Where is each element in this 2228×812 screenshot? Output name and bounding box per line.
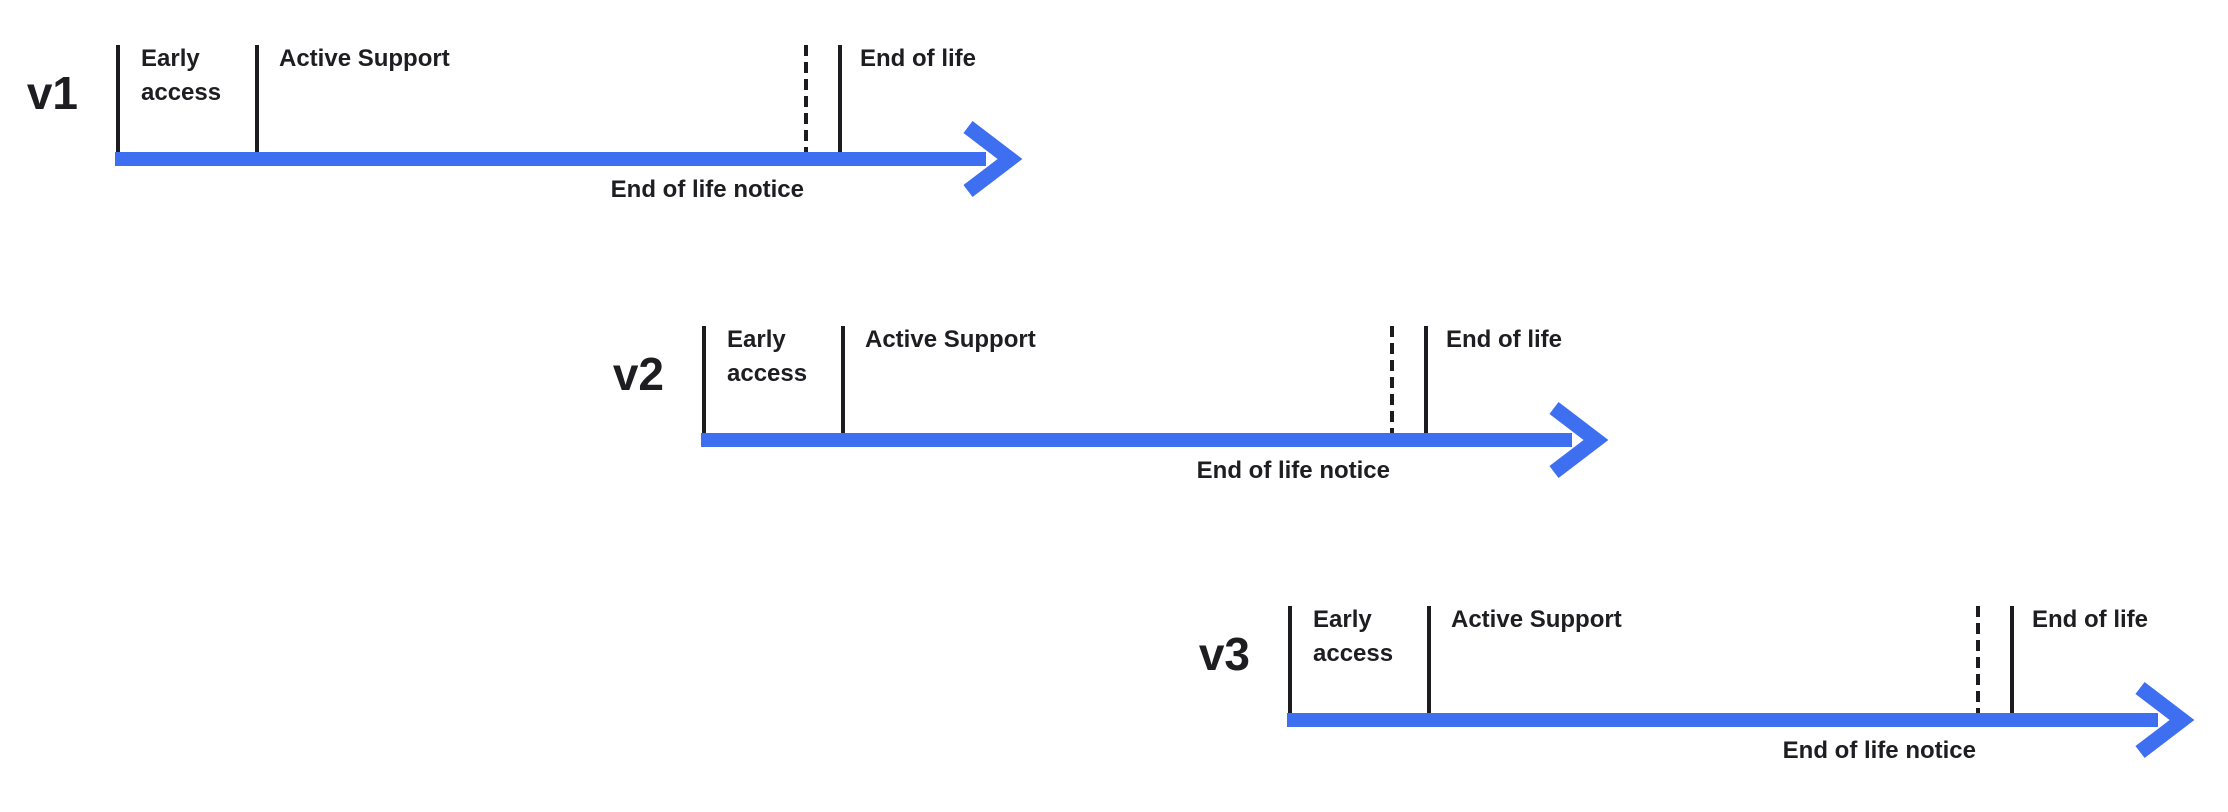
end-of-life-label: End of life bbox=[860, 45, 976, 72]
version-label: v1 bbox=[26, 67, 78, 119]
early-access-label: Early access bbox=[1313, 606, 1394, 667]
early-access-start-tick bbox=[1288, 606, 1292, 713]
end-of-life-notice-label: End of life notice bbox=[1196, 457, 1390, 484]
end-of-life-notice-label: End of life notice bbox=[610, 176, 804, 203]
timeline-v2: v2 Early access Active Support End of li… bbox=[613, 324, 1664, 514]
end-of-life-notice-label: End of life notice bbox=[1782, 737, 1976, 764]
active-support-start-tick bbox=[841, 326, 845, 433]
version-label: v2 bbox=[612, 348, 664, 400]
arrow-head-icon bbox=[1549, 402, 1609, 478]
eol-notice-dashed-tick bbox=[1976, 606, 1980, 713]
eol-notice-dashed-tick bbox=[1390, 326, 1394, 433]
active-support-label: Active Support bbox=[865, 326, 1036, 353]
active-support-label: Active Support bbox=[279, 45, 450, 72]
timeline-arrow bbox=[701, 402, 1609, 478]
version-label: v3 bbox=[1198, 628, 1250, 680]
end-of-life-tick bbox=[2010, 606, 2014, 713]
end-of-life-label: End of life bbox=[2032, 606, 2148, 633]
active-support-start-tick bbox=[1427, 606, 1431, 713]
early-access-start-tick bbox=[702, 326, 706, 433]
active-support-start-tick bbox=[255, 45, 259, 152]
timeline-arrow bbox=[1287, 682, 2195, 758]
end-of-life-tick bbox=[838, 45, 842, 152]
early-access-label: Early access bbox=[727, 326, 808, 387]
timeline-v3: v3 Early access Active Support End of li… bbox=[1199, 604, 2228, 794]
early-access-label: Early access bbox=[141, 45, 222, 106]
arrow-head-icon bbox=[2135, 682, 2195, 758]
end-of-life-tick bbox=[1424, 326, 1428, 433]
timeline-v1: v1 Early access Active Support End of li… bbox=[27, 43, 1078, 233]
eol-notice-dashed-tick bbox=[804, 45, 808, 152]
timeline-arrow bbox=[115, 121, 1023, 197]
end-of-life-label: End of life bbox=[1446, 326, 1562, 353]
early-access-start-tick bbox=[116, 45, 120, 152]
active-support-label: Active Support bbox=[1451, 606, 1622, 633]
arrow-head-icon bbox=[963, 121, 1023, 197]
